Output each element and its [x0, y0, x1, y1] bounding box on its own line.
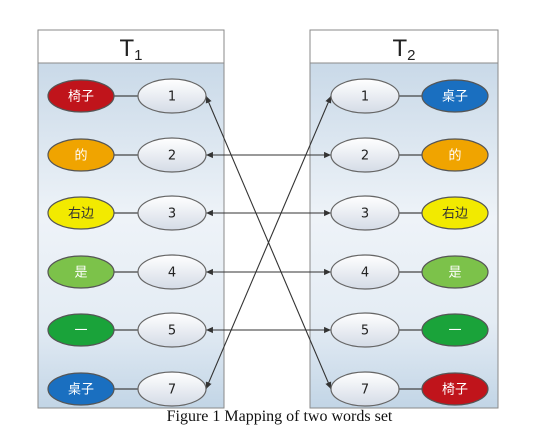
right-word-label-4: 是	[448, 266, 461, 281]
right-number-node-1	[330, 78, 400, 114]
right-set-header-box	[309, 29, 499, 64]
right-row-2: 的2	[330, 137, 489, 173]
left-row-1: 椅子 1	[47, 78, 207, 114]
right-row-6: 椅子 7	[330, 371, 489, 407]
left-number-label-5: 5	[168, 324, 176, 339]
right-word-label-5: 一	[448, 324, 461, 339]
right-number-label-4: 4	[361, 266, 369, 281]
right-set-title-sub: 2	[407, 47, 415, 64]
left-word-label-1: 椅子	[68, 90, 94, 105]
left-word-label-5: 一	[74, 324, 87, 339]
left-word-label-6: 桌子	[68, 383, 94, 398]
mapping-connectors	[205, 95, 332, 390]
right-row-4: 是4	[330, 254, 489, 290]
left-set-title: T1	[119, 35, 142, 64]
left-number-label-4: 4	[168, 266, 176, 281]
left-set-title-sub: 1	[134, 47, 142, 64]
left-word-node-2	[47, 138, 115, 172]
left-number-label-6: 7	[168, 383, 176, 398]
left-set-title-main: T	[119, 35, 134, 62]
right-number-label-3: 3	[361, 207, 369, 222]
left-word-node-3	[47, 196, 115, 230]
left-number-node-2	[137, 137, 207, 173]
left-number-label-3: 3	[168, 207, 176, 222]
right-number-node-5	[330, 312, 400, 348]
right-word-label-1: 桌子	[442, 90, 468, 105]
right-number-node-4	[330, 254, 400, 290]
right-row-5: 一5	[330, 312, 489, 348]
left-word-label-4: 是	[74, 266, 87, 281]
left-number-node-1	[137, 78, 207, 114]
right-row-3: 右边 3	[330, 195, 489, 231]
left-word-label-3: 右边	[68, 207, 94, 222]
left-number-node-3	[137, 195, 207, 231]
right-set-title-main: T	[392, 35, 407, 62]
left-word-node-4	[47, 255, 115, 289]
mapping-arrow-7-to-1	[205, 95, 332, 390]
right-word-node-4	[421, 255, 489, 289]
left-set-panel: T1	[37, 29, 225, 409]
left-number-node-4	[137, 254, 207, 290]
right-set-panel: T2	[309, 29, 499, 409]
right-number-node-3	[330, 195, 400, 231]
right-word-label-3: 右边	[442, 207, 468, 222]
left-set-header-box	[37, 29, 225, 64]
right-word-node-1	[421, 79, 489, 113]
right-row-1: 桌子 1	[330, 78, 489, 114]
right-word-node-6	[421, 372, 489, 406]
left-row-3: 右边 3	[47, 195, 207, 231]
left-row-6: 桌子 7	[47, 371, 207, 407]
left-number-node-5	[137, 312, 207, 348]
right-word-node-2	[421, 138, 489, 172]
right-set-title: T2	[392, 35, 415, 64]
right-word-label-6: 椅子	[442, 383, 468, 398]
right-number-node-6	[330, 371, 400, 407]
right-word-node-5	[421, 313, 489, 347]
left-set-body	[37, 62, 225, 409]
right-number-label-6: 7	[361, 383, 369, 398]
right-number-label-2: 2	[361, 149, 369, 164]
left-word-node-6	[47, 372, 115, 406]
left-number-label-1: 1	[168, 90, 176, 105]
left-word-node-1	[47, 79, 115, 113]
left-word-node-5	[47, 313, 115, 347]
right-number-node-2	[330, 137, 400, 173]
right-number-label-1: 1	[361, 90, 369, 105]
left-number-label-2: 2	[168, 149, 176, 164]
left-number-node-6	[137, 371, 207, 407]
right-word-node-3	[421, 196, 489, 230]
right-set-body	[309, 62, 499, 409]
figure-caption: Figure 1 Mapping of two words set	[166, 408, 393, 425]
left-word-label-2: 的	[74, 148, 87, 164]
right-word-label-2: 的	[448, 148, 461, 164]
right-number-label-5: 5	[361, 324, 369, 339]
